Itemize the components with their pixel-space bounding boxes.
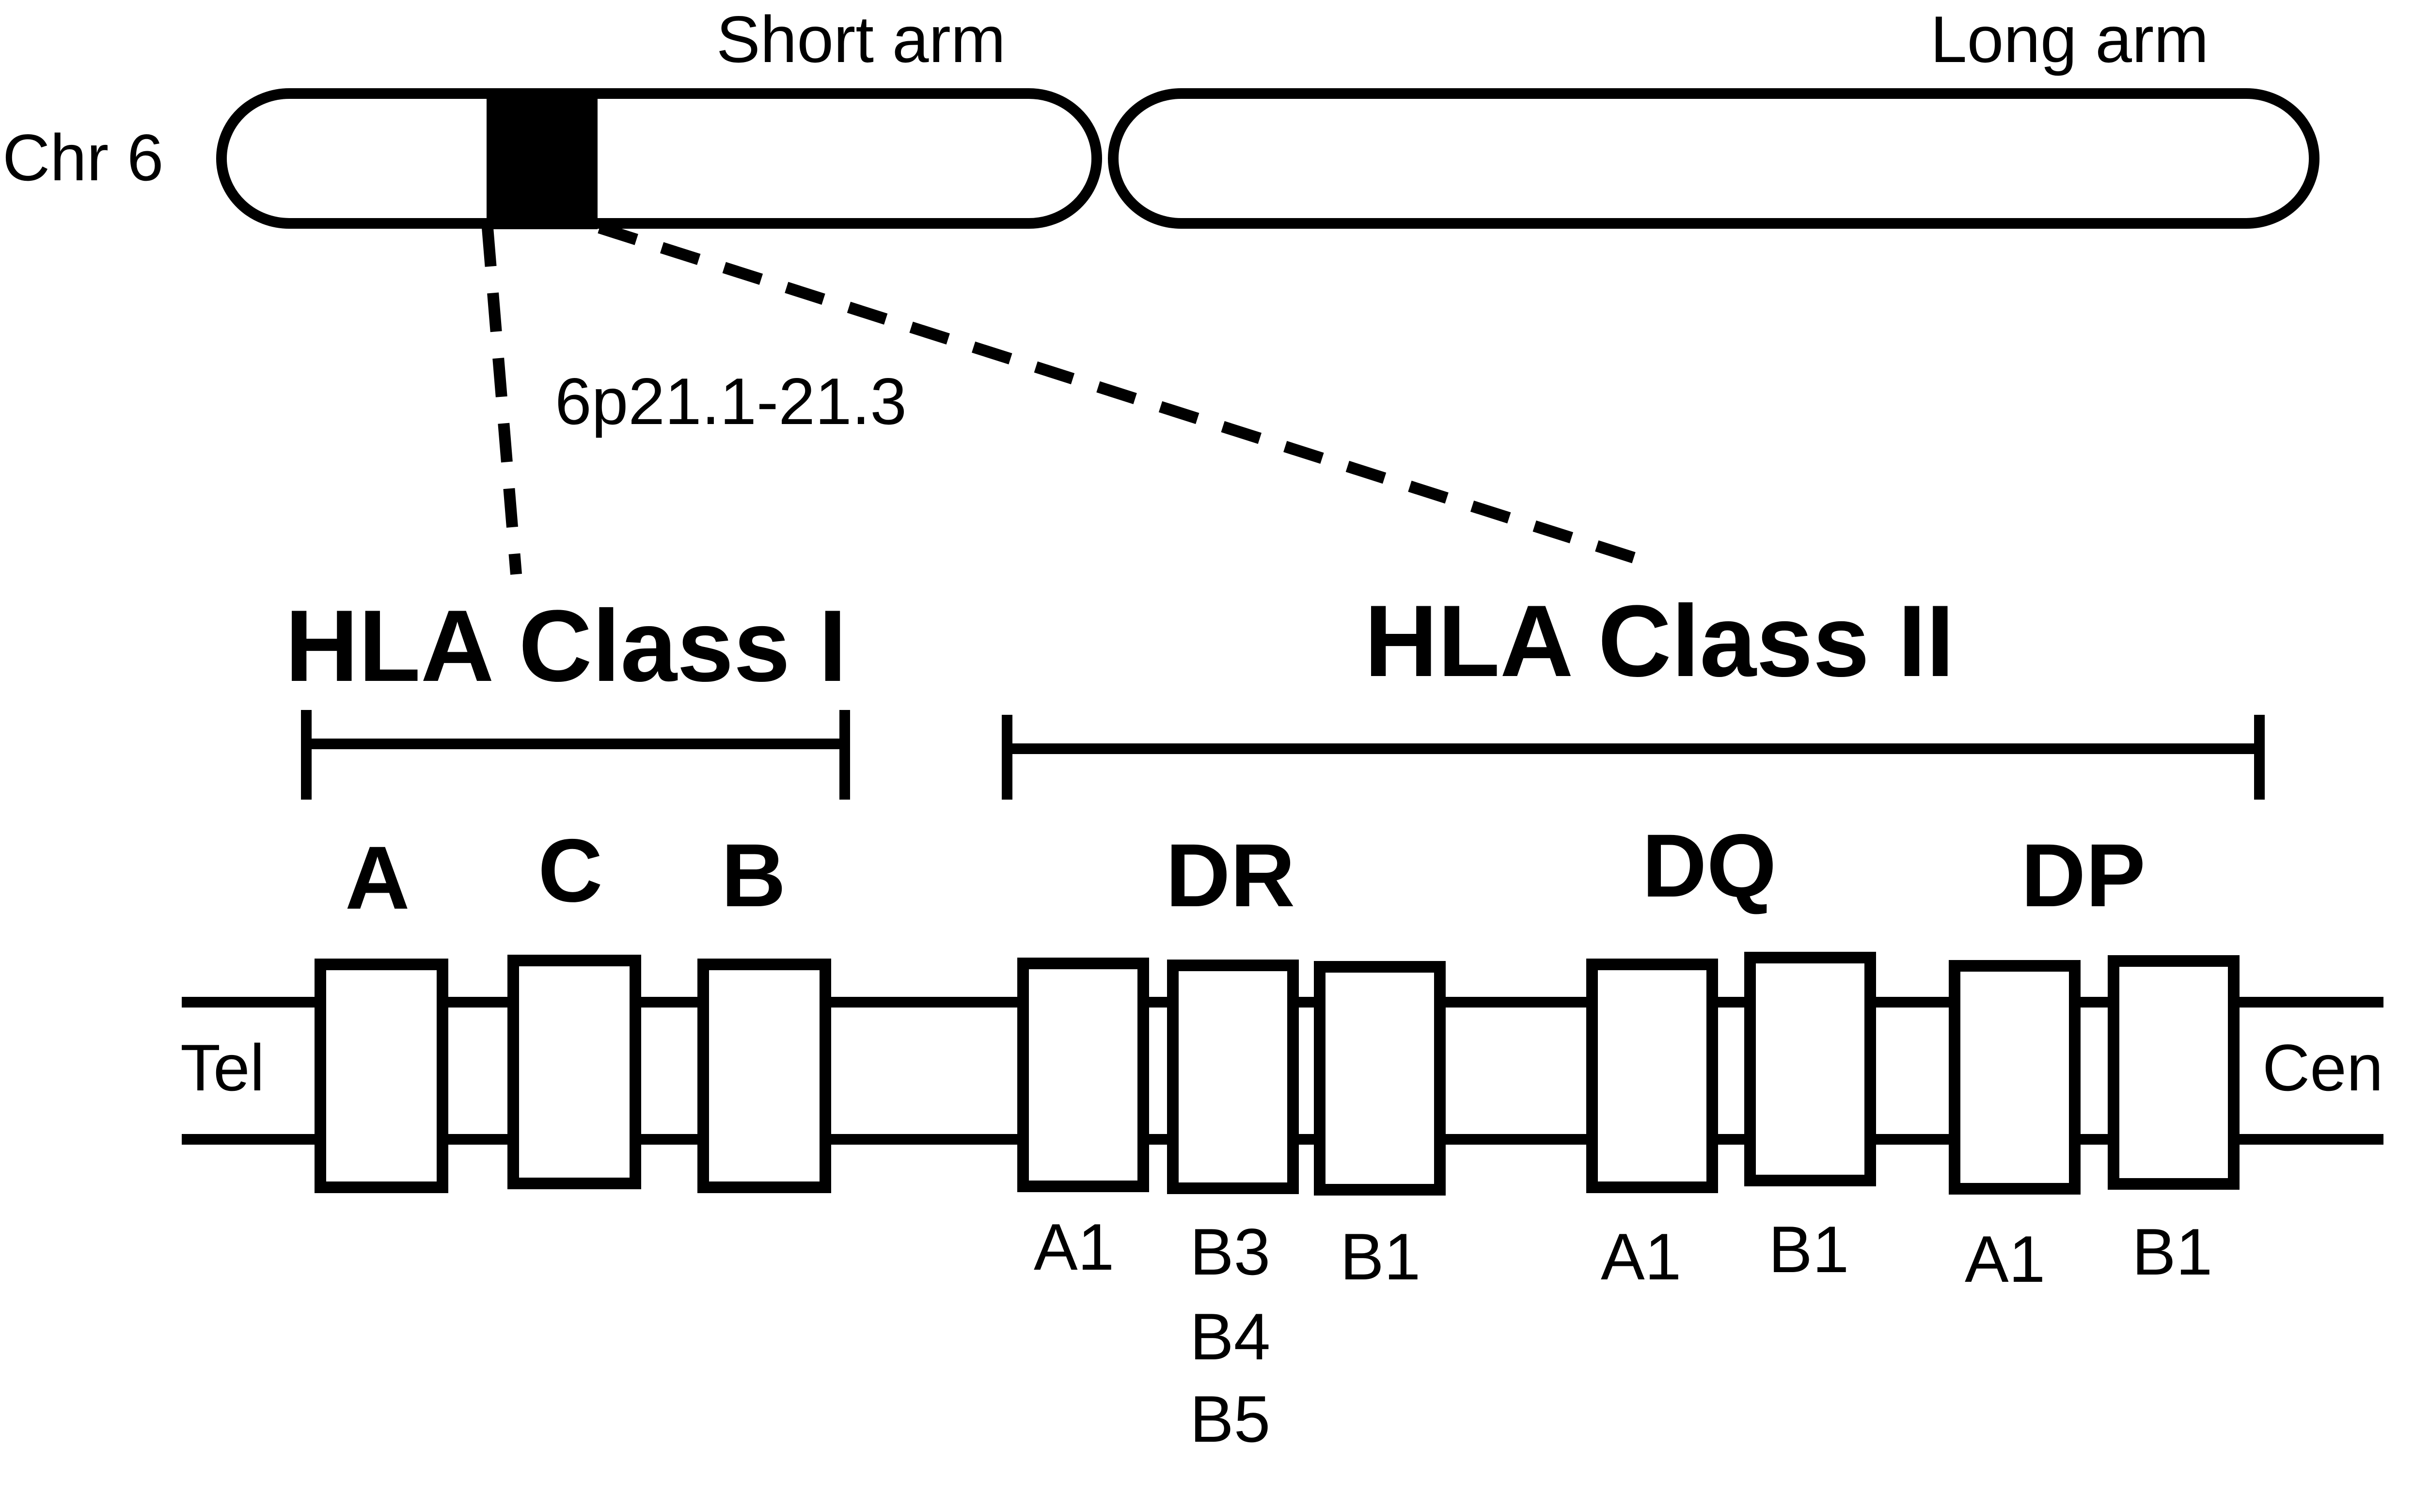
gene-box-dqa1 [1586, 959, 1718, 1193]
class-i-bracket [301, 710, 850, 800]
telomere-label: Tel [180, 1031, 265, 1104]
class-ii-bracket [1002, 715, 2265, 800]
gene-label-dp: DP [2021, 826, 2146, 926]
sublabel-dr-b5: B5 [1190, 1382, 1270, 1456]
short-arm-label: Short arm [716, 2, 1006, 76]
gene-label-c: C [538, 821, 603, 921]
gene-box-b [697, 959, 831, 1193]
sublabel-dq-a1: A1 [1601, 1220, 1681, 1293]
centromere-label: Cen [2262, 1031, 2383, 1104]
gene-box-drb1 [1314, 961, 1446, 1196]
gene-box-dra1 [1017, 958, 1149, 1192]
long-arm-label: Long arm [1930, 2, 2209, 76]
gene-label-dr: DR [1166, 826, 1295, 926]
chromosome-long-arm [1108, 88, 2319, 229]
zoom-line-right [598, 222, 1650, 568]
sublabel-dp-b1: B1 [2132, 1215, 2212, 1289]
gene-label-b: B [721, 826, 786, 926]
zoom-line-left [482, 227, 522, 575]
gene-box-dpb1 [2108, 955, 2240, 1190]
chromosome-label: Chr 6 [2, 121, 164, 194]
sublabel-dr-b3: B3 [1190, 1215, 1270, 1289]
gene-box-dqb1 [1744, 952, 1876, 1186]
chromosome-band-6p21 [487, 89, 598, 229]
gene-box-drb345 [1167, 960, 1299, 1194]
gene-label-a: A [345, 828, 410, 928]
gene-box-a [315, 959, 448, 1193]
sublabel-dr-a1: A1 [1034, 1210, 1114, 1284]
sublabel-dr-b4: B4 [1190, 1300, 1270, 1373]
class-ii-title: HLA Class II [1364, 584, 1955, 698]
gene-box-c [507, 955, 641, 1189]
sublabel-dr-b1: B1 [1340, 1220, 1420, 1293]
sublabel-dq-b1: B1 [1768, 1213, 1849, 1286]
class-i-title: HLA Class I [285, 589, 847, 703]
gene-box-dpa1 [1949, 960, 2081, 1195]
gene-label-dq: DQ [1642, 816, 1777, 916]
band-label: 6p21.1-21.3 [555, 364, 907, 438]
sublabel-dp-a1: A1 [1965, 1222, 2045, 1296]
chromosome-short-arm [216, 88, 1102, 229]
